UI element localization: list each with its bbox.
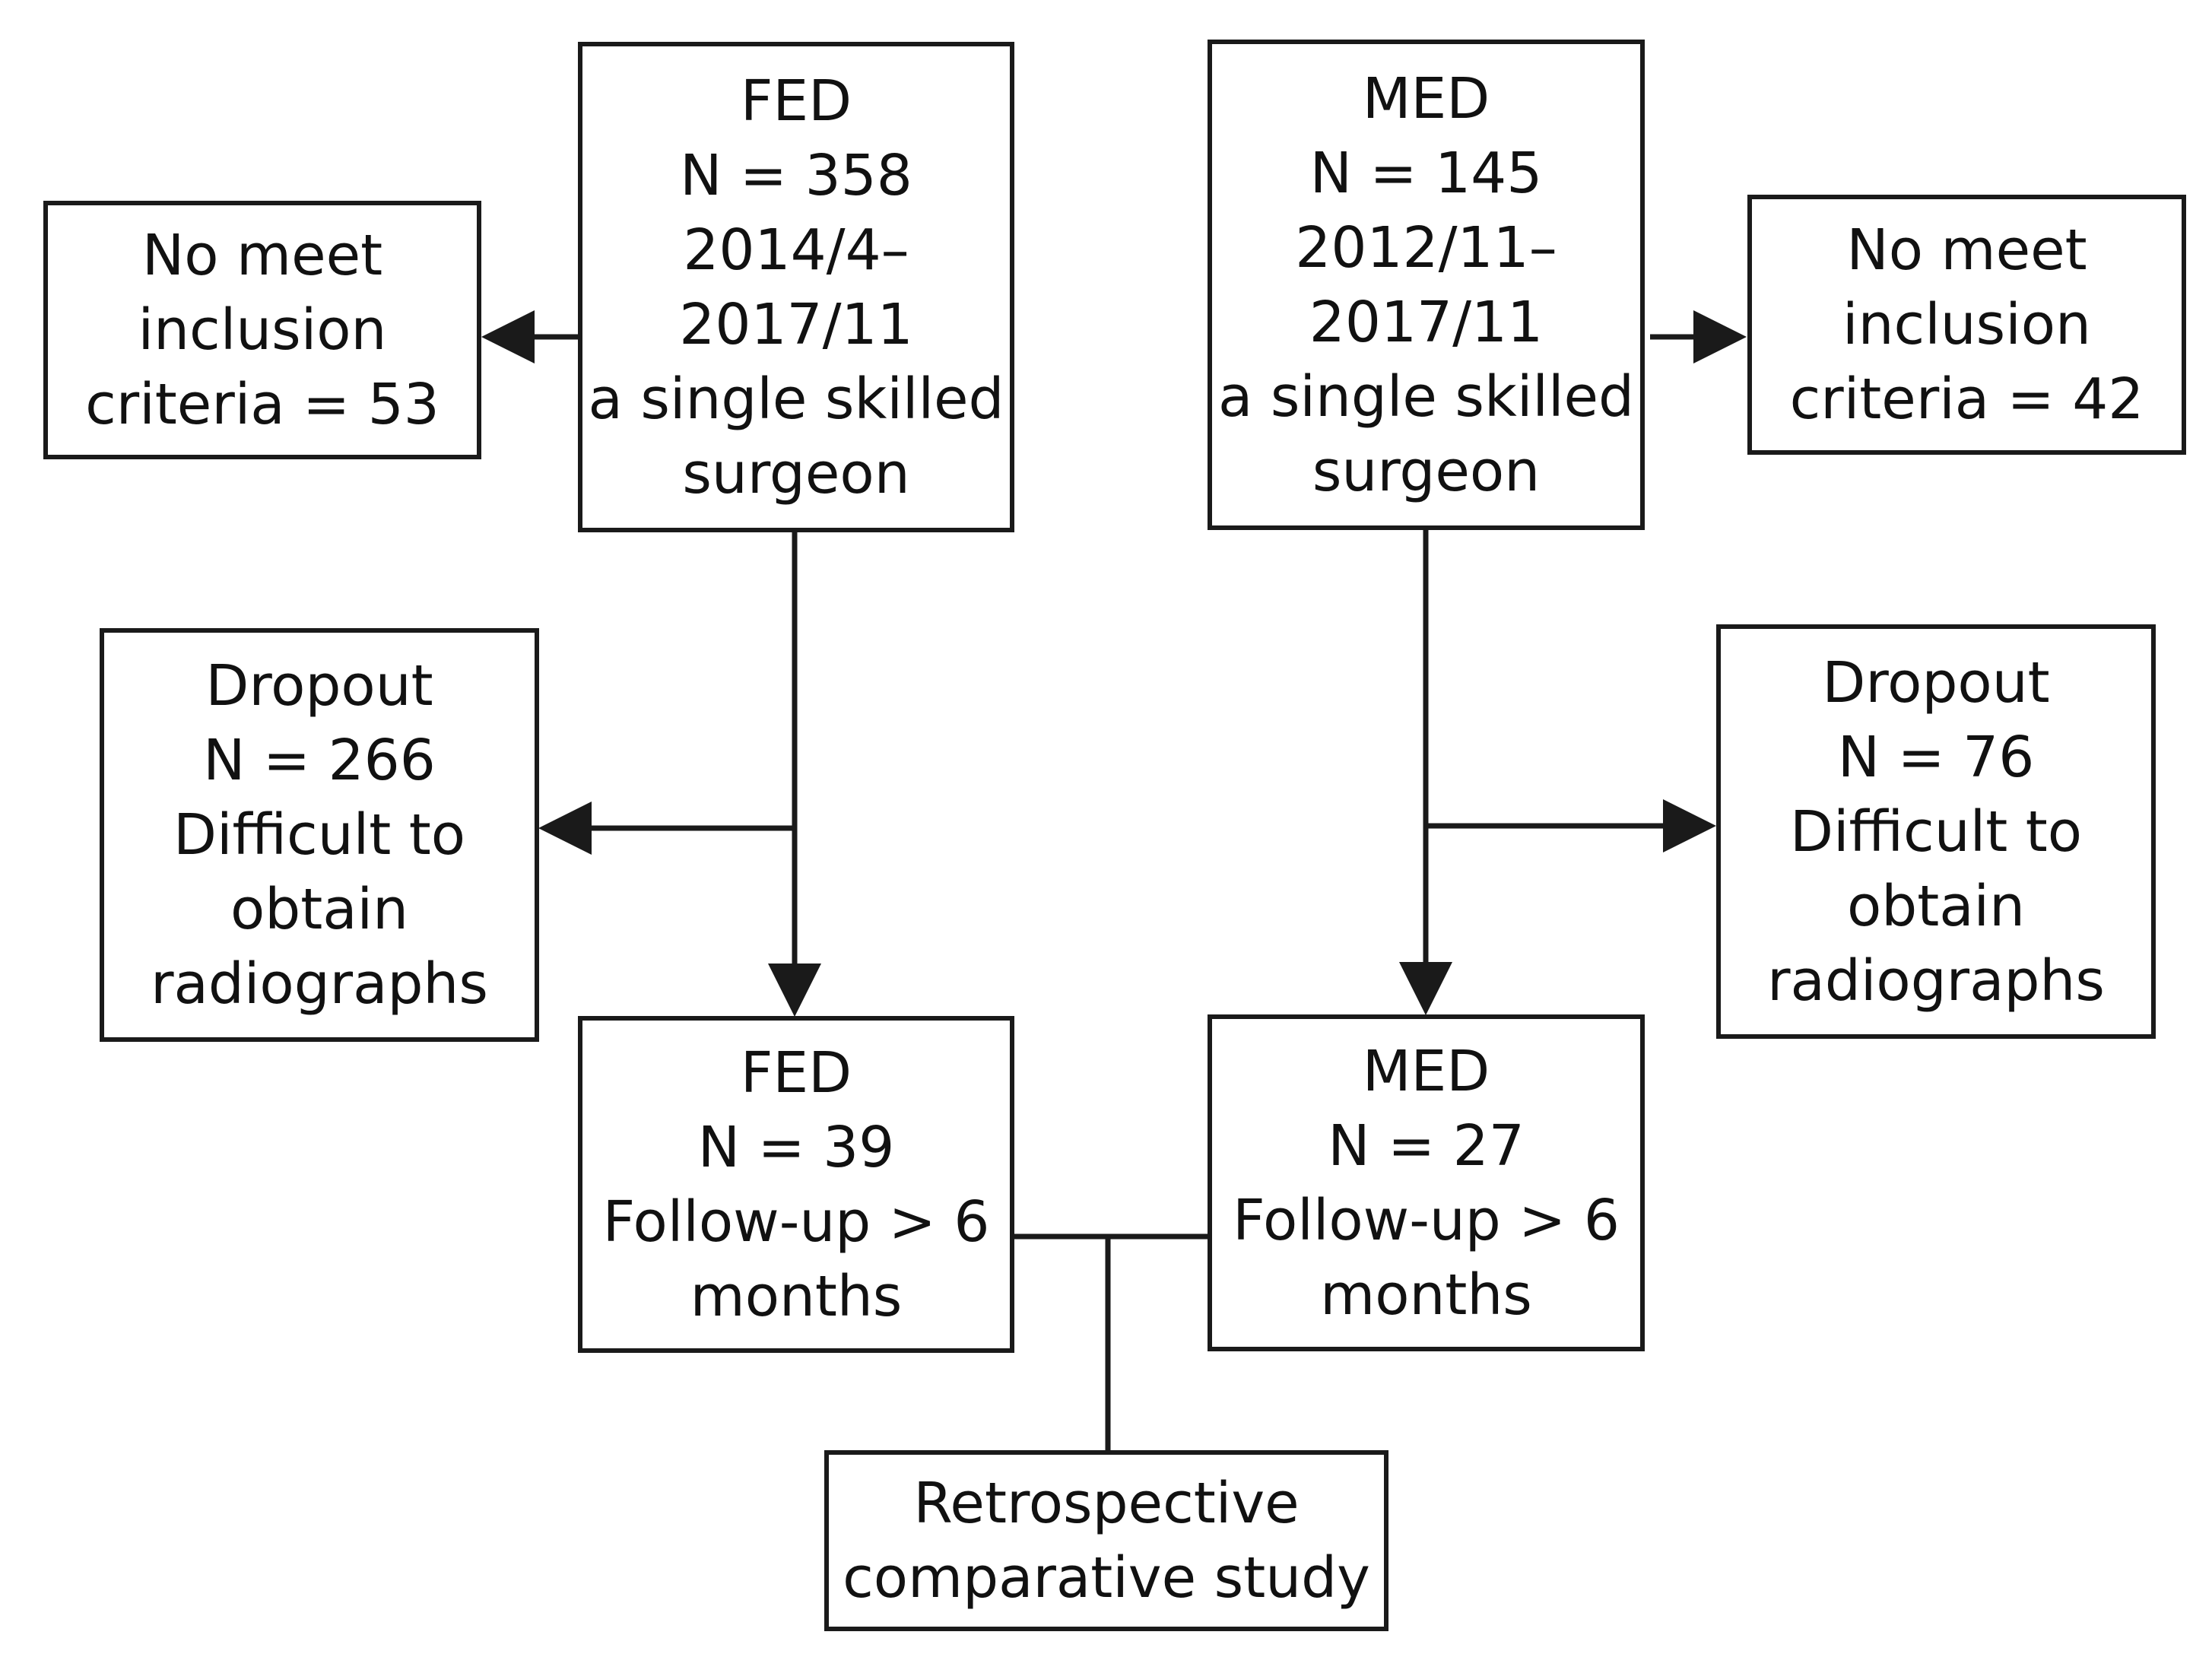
fed-initial-line-4: 2017/11 bbox=[679, 291, 913, 357]
fed-final-line-4: months bbox=[690, 1263, 903, 1329]
med-dropout-line-2: N = 76 bbox=[1837, 724, 2035, 790]
study-line-1: Retrospective bbox=[913, 1471, 1300, 1536]
fed-dropout-line-2: N = 266 bbox=[203, 728, 436, 793]
med-dropout-box: Dropout N = 76 Difficult to obtain radiograp… bbox=[1716, 624, 2156, 1039]
med-initial-line-6: surgeon bbox=[1312, 438, 1541, 504]
fed-dropout-line-5: radiographs bbox=[151, 951, 488, 1017]
fed-dropout-line-4: obtain bbox=[230, 877, 409, 942]
fed-initial-line-2: N = 358 bbox=[680, 142, 912, 208]
fed-final-box: FED N = 39 Follow-up > 6 months bbox=[578, 1016, 1014, 1353]
med-final-line-2: N = 27 bbox=[1328, 1113, 1525, 1179]
fed-final-line-3: Follow-up > 6 bbox=[602, 1189, 990, 1255]
fed-final-line-1: FED bbox=[740, 1040, 852, 1106]
fed-dropout-line-3: Difficult to bbox=[173, 802, 466, 868]
fed-initial-line-3: 2014/4– bbox=[683, 217, 909, 283]
fed-dropout-line-1: Dropout bbox=[205, 653, 433, 719]
fed-excluded-line-3: criteria = 53 bbox=[85, 372, 440, 437]
med-dropout-line-1: Dropout bbox=[1822, 649, 2050, 716]
fed-initial-box: FED N = 358 2014/4– 2017/11 a single skilled… bbox=[578, 42, 1014, 532]
study-line-2: comparative study bbox=[843, 1545, 1370, 1611]
med-dropout-line-3: Difficult to bbox=[1789, 798, 2083, 865]
med-final-line-3: Follow-up > 6 bbox=[1233, 1187, 1620, 1253]
med-final-box: MED N = 27 Follow-up > 6 months bbox=[1208, 1014, 1645, 1351]
med-final-line-1: MED bbox=[1362, 1038, 1490, 1104]
med-initial-box: MED N = 145 2012/11– 2017/11 a single skille… bbox=[1208, 40, 1645, 530]
med-initial-line-3: 2012/11– bbox=[1295, 214, 1557, 281]
study-box: Retrospective comparative study bbox=[824, 1450, 1388, 1631]
fed-initial-line-6: surgeon bbox=[682, 440, 910, 506]
med-initial-line-4: 2017/11 bbox=[1309, 289, 1544, 355]
fed-initial-line-1: FED bbox=[740, 68, 852, 134]
med-final-line-4: months bbox=[1320, 1262, 1532, 1328]
med-dropout-line-5: radiographs bbox=[1767, 948, 2105, 1014]
fed-final-line-2: N = 39 bbox=[697, 1114, 895, 1180]
fed-excluded-line-1: No meet bbox=[141, 223, 383, 288]
med-excluded-box: No meet inclusion criteria = 42 bbox=[1747, 195, 2186, 455]
fed-excluded-line-2: inclusion bbox=[138, 297, 387, 363]
med-initial-line-1: MED bbox=[1362, 65, 1490, 132]
fed-excluded-box: No meet inclusion criteria = 53 bbox=[43, 201, 481, 459]
med-excluded-line-3: criteria = 42 bbox=[1789, 367, 2144, 432]
med-initial-line-5: a single skilled bbox=[1217, 363, 1635, 430]
fed-initial-line-5: a single skilled bbox=[588, 366, 1004, 432]
med-dropout-line-4: obtain bbox=[1846, 873, 2026, 939]
med-excluded-line-1: No meet bbox=[1846, 217, 2087, 283]
med-initial-line-2: N = 145 bbox=[1309, 140, 1543, 206]
med-excluded-line-2: inclusion bbox=[1842, 292, 2091, 357]
